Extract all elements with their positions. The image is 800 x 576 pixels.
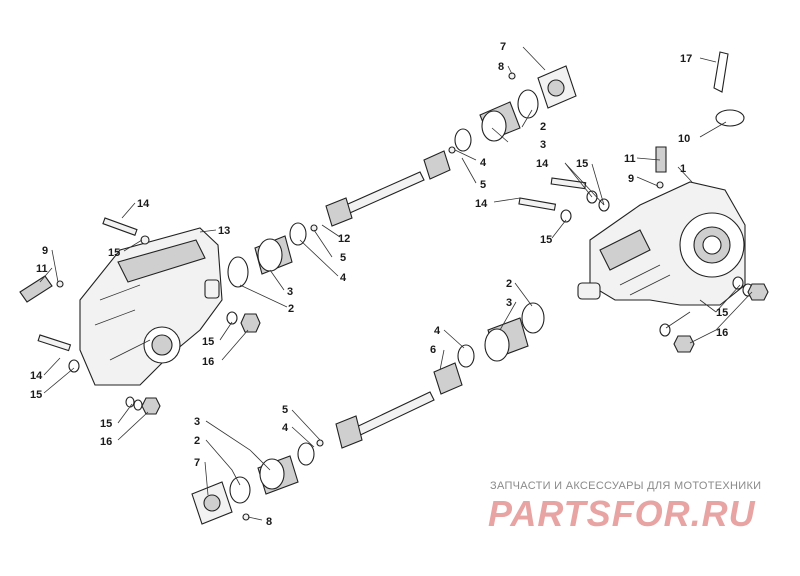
label-15-right-lower: 15 xyxy=(716,307,728,319)
label-15-bottom-left: 15 xyxy=(100,418,112,430)
label-16-right-lower: 16 xyxy=(716,327,728,339)
watermark-tagline: ЗАПЧАСТИ И АКСЕССУАРЫ ДЛЯ МОТОТЕХНИКИ xyxy=(490,480,762,492)
label-11-right: 11 xyxy=(624,153,636,165)
lower-left-boot xyxy=(191,442,315,525)
label-3-lower-left: 3 xyxy=(194,416,200,428)
label-13: 13 xyxy=(218,225,230,237)
label-15-right: 15 xyxy=(540,234,552,246)
label-3-upper-right: 3 xyxy=(540,139,546,151)
label-16-bottom-left: 16 xyxy=(100,436,112,448)
label-7-lower: 7 xyxy=(194,457,200,469)
label-15-upper-left: 15 xyxy=(108,247,120,259)
leader-lines xyxy=(39,46,753,521)
label-5-upper-left: 5 xyxy=(340,252,346,264)
label-2-upper-left: 2 xyxy=(288,303,294,315)
label-17: 17 xyxy=(680,53,692,65)
label-16-left-mid: 16 xyxy=(202,356,214,368)
label-2-lower-left: 2 xyxy=(194,435,200,447)
label-10: 10 xyxy=(678,133,690,145)
label-1: 1 xyxy=(680,163,686,175)
upper-left-boot xyxy=(227,222,307,288)
label-9-right: 9 xyxy=(628,173,634,185)
label-15-left-mid: 15 xyxy=(202,336,214,348)
label-5-lower: 5 xyxy=(282,404,288,416)
label-7-upper: 7 xyxy=(500,41,506,53)
label-4-upper-left: 4 xyxy=(340,272,347,284)
label-8-lower: 8 xyxy=(266,516,272,528)
upper-right-boot xyxy=(454,65,577,152)
lower-drive-shaft xyxy=(316,362,463,449)
label-14-upper-left: 14 xyxy=(137,198,150,210)
label-15-upper-right: 15 xyxy=(576,158,588,170)
left-gearcase-housing xyxy=(79,227,223,386)
right-gearcase-housing xyxy=(577,181,746,306)
label-9-left: 9 xyxy=(42,245,48,257)
label-2-upper-right: 2 xyxy=(540,121,546,133)
label-5-upper-right: 5 xyxy=(480,179,486,191)
label-12: 12 xyxy=(338,233,350,245)
label-14-right: 14 xyxy=(475,198,488,210)
label-14-lower-left: 14 xyxy=(30,370,43,382)
part-number-labels: 7 8 2 3 4 5 17 10 1 11 9 14 15 14 15 12 … xyxy=(30,41,728,528)
lower-right-boot xyxy=(457,302,545,368)
label-4-lower: 4 xyxy=(282,422,289,434)
label-4-upper-right: 4 xyxy=(480,157,487,169)
label-3-upper-left: 3 xyxy=(287,286,293,298)
label-15-lower-left: 15 xyxy=(30,389,42,401)
watermark-logo: PARTSFOR.RU xyxy=(488,493,756,534)
right-hardware xyxy=(518,51,769,353)
label-14-upper-right: 14 xyxy=(536,158,549,170)
left-hardware xyxy=(19,217,261,415)
label-3-lower-right: 3 xyxy=(506,297,512,309)
label-11-left: 11 xyxy=(36,263,48,275)
label-8-upper: 8 xyxy=(498,61,504,73)
label-6: 6 xyxy=(430,344,436,356)
label-2-lower-right: 2 xyxy=(506,278,512,290)
upper-drive-shaft xyxy=(310,146,456,232)
label-4-lower-right: 4 xyxy=(434,325,441,337)
